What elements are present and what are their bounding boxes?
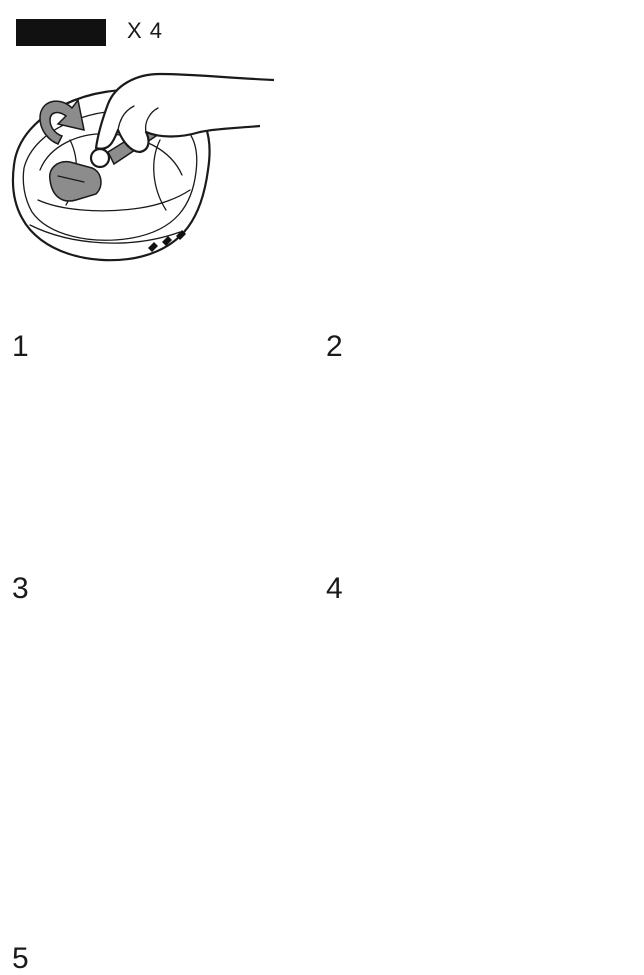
quantity-label: X 4	[127, 18, 164, 43]
step-number-5: 5	[12, 942, 29, 975]
rotate-arrow-icon	[39, 98, 85, 145]
hand-1	[94, 72, 275, 154]
step-number-4: 4	[326, 572, 343, 605]
step-number-3: 3	[12, 572, 29, 605]
step-number-1: 1	[12, 330, 29, 363]
step-number-2: 2	[326, 330, 343, 363]
step-1-illustration	[11, 72, 275, 262]
velcro-strip-sample	[16, 19, 106, 46]
